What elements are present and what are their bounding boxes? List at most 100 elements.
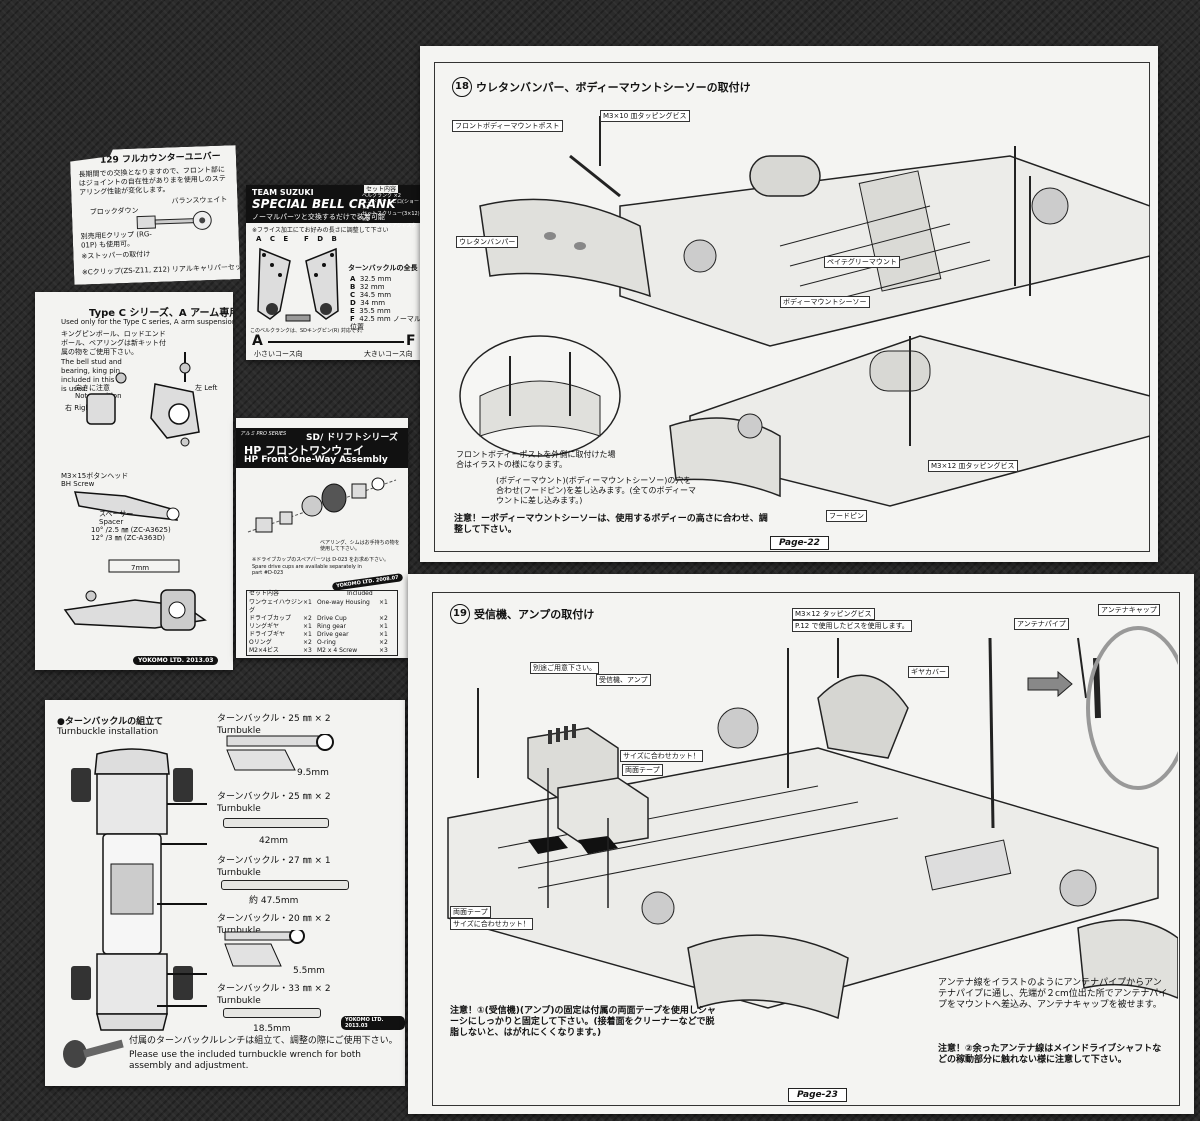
bellcrank-large-course: 大きいコース向 <box>364 350 413 358</box>
fullcounter-title: フルカウンターユニバー <box>121 151 221 166</box>
length-row: B 32 mm <box>350 283 385 291</box>
turnbuckle-title: ●ターンバックルの組立て <box>57 717 164 727</box>
label-antenna-pipe: アンテナパイプ <box>1014 618 1069 630</box>
oneway-title-jp: HP フロントワンウェイ <box>244 444 365 457</box>
note-front-post: フロントボディーポストを外側に取付けた場合はイラストの様になります。 <box>456 450 616 469</box>
chassis-top-view-drawing <box>71 748 207 1031</box>
fullcounter-note: 別売用Eクリップ (RG-01P) も使用可。 <box>80 230 153 250</box>
tb-dim: 42mm <box>259 836 288 846</box>
set-header-jp: セット内容 <box>249 590 280 597</box>
label-tape2: 両面テープ <box>450 906 491 918</box>
typec-spacer1: 10° /2.5 ㎜ (ZC-A3625) <box>91 526 171 534</box>
tb-dim: 約 47.5mm <box>249 896 299 906</box>
turnbuckle-rod-33 <box>223 1008 321 1018</box>
typec-dim: 7mm <box>131 564 150 572</box>
length-row: E 35.5 mm <box>350 307 391 315</box>
typec-spacer2: 12° /3 ㎜ (ZC-A363D) <box>91 534 165 542</box>
label-screw-note: P.12 で使用したビスを使用します。 <box>792 620 912 632</box>
sheet-turnbuckle: ●ターンバックルの組立て Turnbuckle installation ターン… <box>45 700 405 1086</box>
bellcrank-set-item: ベルクランク ×2 <box>362 193 401 199</box>
arm-assembly-drawing <box>63 559 207 631</box>
tb-dim: 9.5mm <box>297 768 329 778</box>
oneway-note-jp: ベアリング、シムはお手持ちの物を使用して下さい。 <box>320 540 400 552</box>
tb-item-en: Turnbukle <box>217 726 261 736</box>
caution-antenna: 注意！②余ったアンテナ線はメインドライブシャフトなどの稼動部分に触れない様に注意… <box>938 1044 1162 1065</box>
typec-label-right: 右 Right <box>65 404 93 412</box>
bellcrank-note: ※フライス加工にてお好みの長さに調整して下さい <box>252 227 389 234</box>
typec-note1: 向きに注意 <box>75 384 110 392</box>
step-19-number: 19 <box>450 604 470 624</box>
tb-item-jp: ターンバックル・27 ㎜ × 1 <box>217 856 331 866</box>
typec-spacer-en: Spacer <box>99 518 124 526</box>
bellcrank-set-item: ロッドエンドアジャスター ×4 <box>362 223 422 235</box>
oneway-spare-en: Spare drive cups are available separatel… <box>252 564 362 576</box>
bellcrank-set-list: ベルクランク ×2 エンドボールピロ(ショート) ×2 セットスクリュー(3×1… <box>362 193 426 235</box>
caution-receiver: 注意！①(受信機)(アンプ)の固定は付属の両面テープを使用しシャーシにしっかりと… <box>450 1006 716 1038</box>
typec-screw-en: BH Screw <box>61 480 95 488</box>
manual-page-23: 19 受信機、アンプの取付け <box>408 574 1194 1114</box>
bellcrank-set-item: エンドボールピロ(ショート) ×2 <box>362 199 426 211</box>
length-row: A 32.5 mm <box>350 275 392 283</box>
bellcrank-right-letters: F D B <box>304 235 340 243</box>
tb-item-en: Turnbukle <box>217 868 261 878</box>
label-gear-cover: ギヤカバー <box>908 666 949 678</box>
chassis-bumper-drawing <box>459 116 1150 507</box>
step-18-title: ウレタンバンパー、ボディーマウントシーソーの取付け <box>476 81 751 94</box>
typec-label-left: 左 Left <box>195 384 218 392</box>
fullcounter-code: 129 <box>99 155 120 166</box>
length-row: C 34.5 mm <box>350 291 392 299</box>
oneway-header: アルミ PRO SERIES SD/ ドリフトシリーズ HP フロントワンウェイ… <box>236 428 408 468</box>
receiver-install-drawing <box>447 626 1178 1020</box>
oneway-exploded-drawing <box>247 477 397 533</box>
typec-en-text: The bell stud and bearing, king pin incl… <box>61 358 126 393</box>
label-tape: 両面テープ <box>622 764 663 776</box>
fullcounter-note2: ※ストッパーの取付け <box>81 250 151 261</box>
caution-seesaw: 注意！ーボディーマウントシーソーは、使用するボディーの高さに合わせ、調整して下さ… <box>454 514 768 535</box>
label-pin: フードピン <box>826 510 867 522</box>
length-row: D 34 mm <box>350 299 386 307</box>
label-screw-top: M3×10 皿タッピングビス <box>600 110 690 122</box>
antenna-note: アンテナ線をイラストのようにアンテナパイプからアンテナパイプに通し、先端が２cm… <box>938 978 1168 1010</box>
bellcrank-arrow-f: F <box>406 333 416 349</box>
oneway-spare-jp: ※ドライブカップのスペアパーツは D-023 をお求め下さい。 <box>252 557 390 563</box>
fullcounter-bottom: ※Cクリップ(ZS-Z11, Z12) リアルキャリパーセット <box>81 262 241 277</box>
turnbuckle-rod-47 <box>221 880 349 890</box>
length-row: F 42.5 mm ノーマル位置 <box>350 315 421 331</box>
oneway-title-en: HP Front One-Way Assembly <box>244 455 388 465</box>
tb-item-jp: ターンバックル・25 ㎜ × 2 <box>217 714 331 724</box>
turnbuckle-20-drawing <box>224 930 305 967</box>
tb-item-en: Turnbukle <box>217 804 261 814</box>
bellcrank-left-letters: A C E <box>256 235 292 243</box>
label-screw-bottom: M3×12 皿タッピングビス <box>928 460 1018 472</box>
turnbuckle-rod-42 <box>223 818 329 828</box>
oneway-series: SD/ ドリフトシリーズ <box>306 433 398 443</box>
turnbuckle-footer-jp: 付属のターンバックルレンチは組立て、調整の際にご使用下さい。 <box>129 1036 398 1046</box>
tb-item-jp: ターンバックル・20 ㎜ × 2 <box>217 914 331 924</box>
tb-item-en: Turnbukle <box>217 926 261 936</box>
bellcrank-tb-title: ターンバックルの全長 <box>348 264 418 272</box>
page-number-22: Page-22 <box>770 536 829 550</box>
label-antenna-cap: アンテナキャップ <box>1098 604 1160 616</box>
sheet-fullcounter: 129 フルカウンターユニバー 長期間での交換となりますので、フロント部にはジョ… <box>70 145 241 285</box>
step-19-title: 受信機、アンプの取付け <box>474 608 595 621</box>
bellcrank-small-course: 小さいコース向 <box>254 350 303 358</box>
page22-frame <box>434 62 1150 552</box>
label-cut: サイズに合わせカット！ <box>620 750 703 762</box>
fullcounter-text: 長期間での交換となりますので、フロント部にはジョイントの自在性がありまを使用しの… <box>78 165 226 197</box>
label-receiver: 受信機、アンプ <box>596 674 651 686</box>
bellcrank-set-item: セットスクリュー(3×12) ×2 <box>362 211 420 223</box>
step-18-number: 18 <box>452 77 472 97</box>
a-arm-drawing <box>73 491 180 521</box>
typec-spacer: スペーサー <box>99 510 134 518</box>
label-hole: ペイテグリーマウント <box>824 256 900 268</box>
sheet-oneway: アルミ PRO SERIES SD/ ドリフトシリーズ HP フロントワンウェイ… <box>236 418 408 658</box>
label-seesaw: ボディーマウントシーソー <box>780 296 870 308</box>
sheet-bellcrank: TEAM SUZUKI SPECIAL BELL CRANK ノーマルパーツと交… <box>246 185 426 360</box>
typec-subtitle: Used only for the Type C series, A arm s… <box>61 318 233 326</box>
oneway-tag: アルミ PRO SERIES <box>240 431 287 437</box>
